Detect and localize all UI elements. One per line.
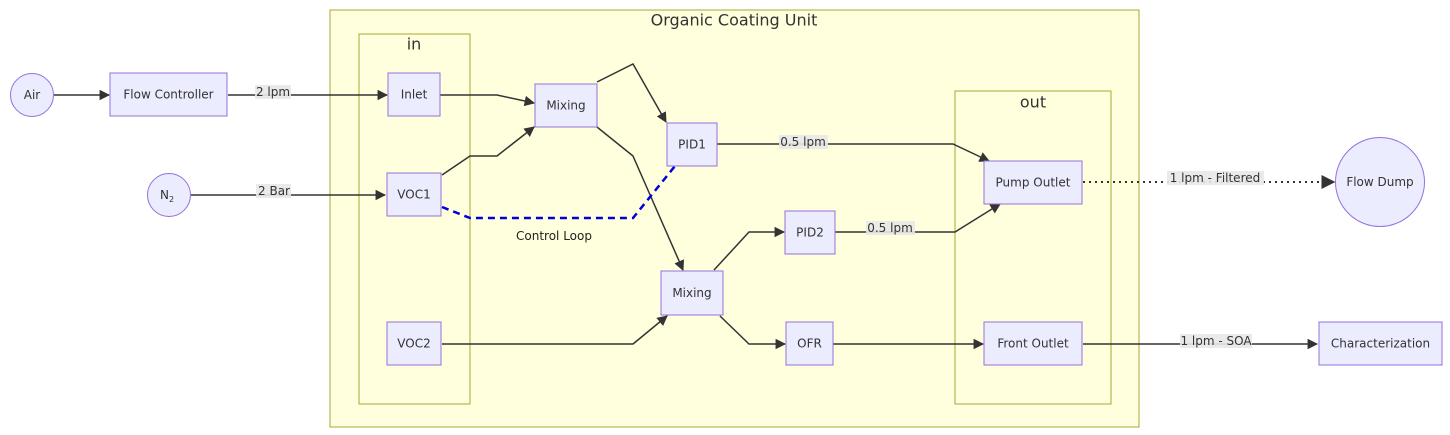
label-pid2-flow: 0.5 lpm [867,221,913,235]
cluster-title-in: in [407,35,422,54]
node-flow-controller-label: Flow Controller [123,88,213,102]
node-inlet-label: Inlet [401,88,428,102]
node-pid2[interactable]: PID2 [784,210,836,255]
node-front-outlet[interactable]: Front Outlet [983,321,1083,366]
node-n2[interactable]: N2 [147,173,191,217]
label-control-loop: Control Loop [516,229,592,243]
cluster-title-main: Organic Coating Unit [651,11,818,30]
node-pid1[interactable]: PID1 [666,122,718,167]
node-voc2-label: VOC2 [397,337,430,351]
node-mixing-2[interactable]: Mixing [660,270,724,316]
edge-mixing1-to-pid1 [596,63,667,123]
node-characterization-label: Characterization [1331,337,1430,351]
node-ofr[interactable]: OFR [785,321,834,366]
edge-voc1-to-mixing1 [441,126,535,176]
node-mixing-1[interactable]: Mixing [534,83,598,128]
edge-mixing2-to-ofr [719,315,787,350]
node-air-label: Air [24,88,41,102]
node-pump-outlet-label: Pump Outlet [996,176,1071,190]
node-flow-dump-label: Flow Dump [1346,175,1413,189]
node-voc1[interactable]: VOC1 [386,172,442,217]
node-voc2[interactable]: VOC2 [386,321,442,366]
label-2-lpm: 2 lpm [256,85,290,99]
node-pid2-label: PID2 [796,226,824,240]
node-flow-dump[interactable]: Flow Dump [1335,137,1425,227]
edge-mixing2-to-pid2 [713,226,786,271]
node-pump-outlet[interactable]: Pump Outlet [983,160,1083,205]
edge-control-loop [441,165,676,220]
node-front-outlet-label: Front Outlet [997,337,1069,351]
edge-labels: 2 lpm 2 Bar 0.5 lpm 0.5 lpm 1 lpm - Filt… [255,85,1264,348]
edge-inlet-to-mixing1 [440,94,536,107]
node-pid1-label: PID1 [678,138,706,152]
cluster-title-out: out [1020,93,1046,112]
node-ofr-label: OFR [797,337,822,351]
node-inlet[interactable]: Inlet [387,72,441,117]
label-filtered-flow: 1 lpm - Filtered [1170,171,1261,185]
label-2-bar: 2 Bar [258,184,290,198]
node-mixing-1-label: Mixing [546,99,585,113]
label-pid1-flow: 0.5 lpm [780,135,826,149]
node-air[interactable]: Air [10,73,54,117]
edge-mixing1-to-mixing2 [596,126,685,271]
edge-voc2-to-mixing2 [442,315,668,345]
node-flow-controller[interactable]: Flow Controller [109,72,228,117]
node-voc1-label: VOC1 [397,188,430,202]
edges [54,63,1336,350]
node-mixing-2-label: Mixing [672,286,711,300]
label-soa-flow: 1 lpm - SOA [1180,334,1252,348]
node-characterization[interactable]: Characterization [1318,321,1443,366]
node-n2-label: N2 [160,188,174,204]
